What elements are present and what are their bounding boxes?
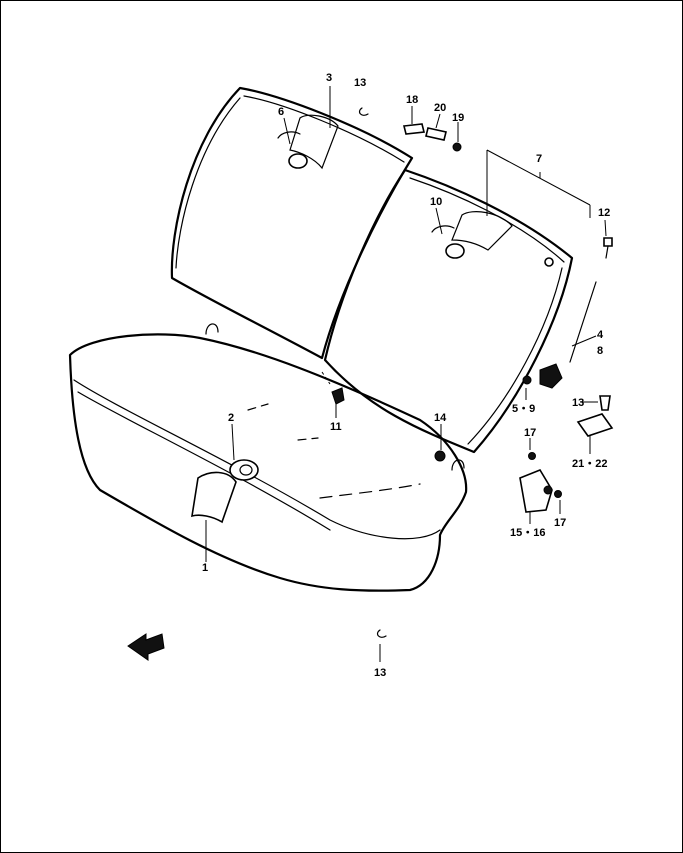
callout-20: 20: [434, 102, 446, 114]
callout-19: 19: [452, 112, 464, 124]
callout-4: 4: [597, 329, 604, 341]
callout-7: 7: [536, 153, 542, 165]
part-19: [452, 142, 462, 152]
c-clip-13: [358, 107, 369, 116]
callout-21-22: 21・22: [572, 458, 607, 470]
seat-cushion: [68, 323, 468, 592]
callout-18: 18: [406, 94, 418, 106]
callout-14: 14: [434, 412, 447, 424]
callout-13-right: 13: [572, 397, 584, 409]
front-direction-arrow-icon: [127, 633, 165, 661]
headrest-hole: [288, 153, 308, 169]
headrest-hole: [445, 243, 465, 259]
callout-17-upper: 17: [524, 427, 536, 439]
part-20: [425, 127, 447, 141]
hinge-15-16: [519, 469, 553, 513]
clip-11: [331, 387, 345, 405]
callout-6: 6: [278, 106, 284, 118]
callout-13-top: 13: [354, 77, 366, 89]
callout-2: 2: [228, 412, 234, 424]
bolt-14: [434, 450, 446, 462]
callout-13-bottom: 13: [374, 667, 386, 679]
callout-11: 11: [330, 421, 342, 433]
callout-10: 10: [430, 196, 442, 208]
callout-8: 8: [597, 345, 603, 357]
callout-5-9: 5・9: [512, 403, 535, 415]
callout-12: 12: [598, 207, 610, 219]
lock-5-9: [539, 363, 563, 389]
callout-3: 3: [326, 72, 332, 84]
callout-17-lower: 17: [554, 517, 566, 529]
c-clip-13: [376, 629, 387, 638]
part-18: [403, 123, 425, 135]
callout-15-16: 15・16: [510, 527, 545, 539]
callout-1: 1: [202, 562, 208, 574]
bracket-21-22: [576, 413, 614, 437]
left-backrest: [170, 86, 414, 360]
